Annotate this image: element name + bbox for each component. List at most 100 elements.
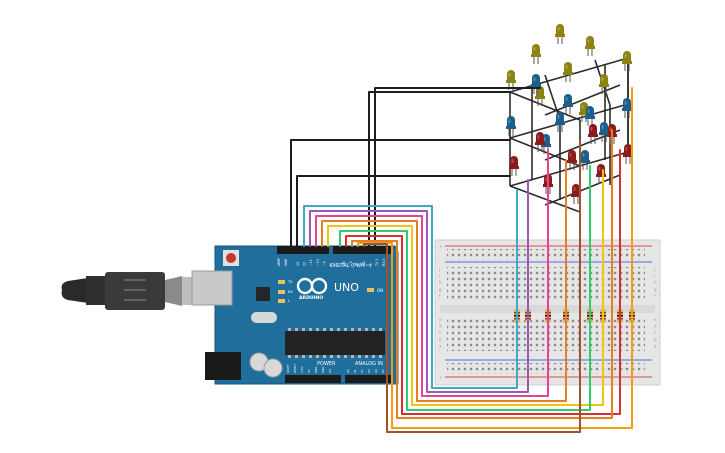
power-label: POWER: [317, 361, 336, 367]
wire-layer-4: [374, 87, 541, 247]
digital-pin-label: ~11: [309, 259, 313, 266]
wire-col-3: [315, 149, 549, 397]
digital-pin-label: ~3: [362, 261, 366, 266]
row-letter: i: [654, 274, 655, 279]
row-letter: b: [654, 337, 657, 342]
model-label: UNO: [334, 281, 359, 294]
row-letter: d: [654, 324, 657, 329]
wire-layer-3: [368, 91, 511, 247]
digital-pin-label: TX 1: [375, 259, 379, 267]
led[interactable]: [623, 144, 633, 164]
led[interactable]: [622, 51, 632, 71]
wire-col-8: [351, 129, 613, 419]
capacitor-2: [263, 358, 283, 378]
digital-header-left: [277, 246, 329, 254]
power-pin-label: IOREF: [286, 364, 290, 373]
wire-col-7: [345, 149, 621, 415]
led[interactable]: [580, 150, 590, 170]
rail-minus-label-bottom: -: [439, 358, 441, 363]
digital-pin-label: 2: [369, 264, 373, 266]
row-letter: g: [654, 287, 657, 292]
led[interactable]: [506, 70, 516, 90]
wire-layer-2: [296, 175, 511, 247]
digital-pin-label: 7: [336, 264, 340, 266]
reset-button-icon[interactable]: [223, 250, 239, 266]
tx-label: TX: [287, 280, 293, 284]
rail-plus-label: +: [439, 244, 442, 249]
led[interactable]: [563, 94, 573, 114]
led-cube: [506, 24, 633, 204]
row-letter: b: [439, 337, 442, 342]
wire-col-10: [363, 139, 581, 433]
crystal-oscillator: [251, 312, 277, 323]
led[interactable]: [599, 122, 609, 142]
power-pin-label: RESET: [293, 364, 297, 373]
row-letter: e: [654, 317, 657, 322]
digital-pin-label: ~10: [316, 259, 320, 266]
led[interactable]: [585, 36, 595, 56]
arduino-infinity-icon: [296, 277, 328, 295]
arduino-uno-board[interactable]: DIGITAL (PWM~) ARDUINO UNO POWER ANALOG …: [191, 245, 399, 385]
wire-layer-1: [290, 139, 511, 247]
led[interactable]: [555, 112, 565, 132]
led[interactable]: [509, 156, 519, 176]
usb-socket: [191, 270, 233, 306]
led[interactable]: [571, 184, 581, 204]
rail-minus-label: -: [439, 260, 441, 265]
digital-pin-label: ~6: [342, 261, 346, 266]
led[interactable]: [506, 116, 516, 136]
top-power-rail[interactable]: [447, 249, 645, 260]
l-label: L: [288, 299, 290, 303]
analog-pin-label: A1: [353, 369, 357, 373]
row-letter: a: [654, 343, 657, 348]
gnd-label: GND: [284, 258, 288, 266]
digital-pin-label: 4: [355, 264, 359, 266]
rail-plus-label-bottom: +: [439, 375, 442, 380]
wire-col-5: [327, 169, 604, 406]
usb-cable-icon[interactable]: [61, 272, 192, 310]
wire-col-1: [303, 189, 518, 389]
dc-jack: [205, 352, 241, 380]
terminal-strip-upper[interactable]: [447, 267, 645, 301]
analog-pin-label: A2: [360, 369, 364, 373]
analog-header: [345, 375, 391, 383]
power-header: [285, 375, 341, 383]
bottom-power-rail[interactable]: [447, 363, 645, 374]
led[interactable]: [555, 24, 565, 44]
usb-chip: [256, 287, 270, 301]
row-letter: e: [439, 317, 442, 322]
power-pin-label: GND: [321, 367, 325, 373]
led[interactable]: [585, 106, 595, 126]
row-letter: j: [653, 267, 655, 272]
led[interactable]: [622, 98, 632, 118]
led[interactable]: [567, 150, 577, 170]
on-label: ON: [377, 288, 383, 293]
led[interactable]: [599, 74, 609, 94]
digital-header-right: [333, 246, 393, 254]
wire-col-2: [309, 179, 529, 393]
row-letter: a: [439, 343, 442, 348]
wire-col-4: [321, 159, 567, 402]
row-letter: i: [439, 274, 440, 279]
row-letter: c: [439, 330, 441, 335]
power-pin-label: GND: [314, 367, 318, 373]
wire-col-6: [339, 165, 591, 411]
wires[interactable]: [290, 87, 633, 433]
led[interactable]: [563, 62, 573, 82]
led[interactable]: [535, 132, 545, 152]
led[interactable]: [531, 44, 541, 64]
analog-pin-label: A4: [374, 369, 378, 373]
digital-pin-label: ~5: [349, 261, 353, 266]
led[interactable]: [588, 124, 598, 144]
row-letter: g: [439, 287, 442, 292]
digital-pin-label: 8: [329, 264, 333, 266]
led[interactable]: [531, 74, 541, 94]
power-pin-label: Vin: [328, 368, 332, 373]
aref-label: AREF: [277, 258, 281, 266]
row-letter: c: [654, 330, 656, 335]
wire-col-9: [357, 87, 633, 429]
